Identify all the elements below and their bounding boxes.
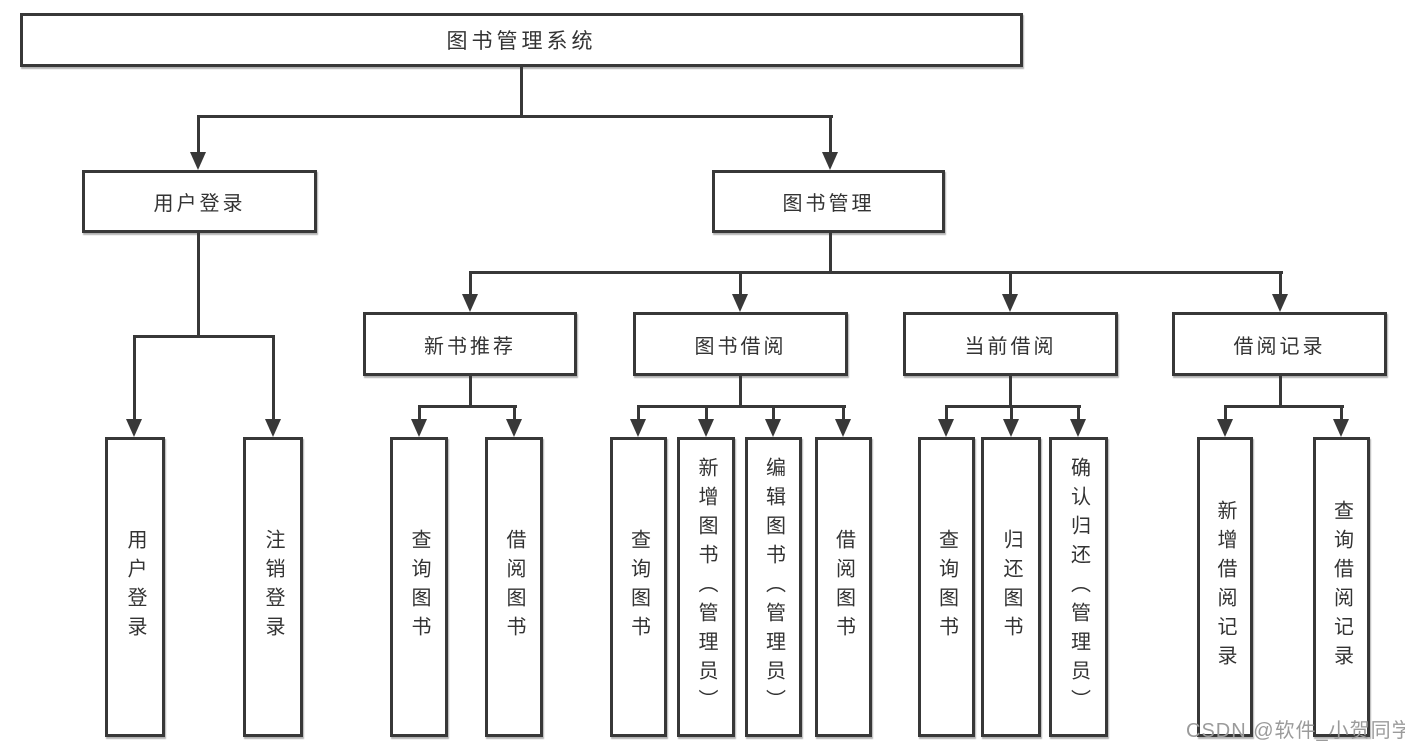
connector-line bbox=[418, 405, 421, 419]
connector-line bbox=[1340, 405, 1343, 419]
connector-line bbox=[469, 271, 472, 294]
leaf-borrow-borrow-books: 借阅图书 bbox=[815, 437, 872, 737]
arrow-down-icon bbox=[506, 419, 522, 437]
connector-line bbox=[772, 405, 775, 419]
arrow-down-icon bbox=[1333, 419, 1349, 437]
arrow-down-icon bbox=[411, 419, 427, 437]
node-label: 图书管理 bbox=[782, 193, 875, 215]
connector-line bbox=[197, 115, 200, 152]
leaf-label: 确认归还（管理员） bbox=[1067, 456, 1090, 718]
node-label: 借阅记录 bbox=[1233, 335, 1326, 358]
leaf-record-add: 新增借阅记录 bbox=[1197, 437, 1253, 737]
leaf-borrow-edit-books-admin: 编辑图书（管理员） bbox=[745, 437, 802, 737]
arrow-down-icon bbox=[765, 419, 781, 437]
leaf-label: 查询图书 bbox=[408, 529, 430, 645]
leaf-current-confirm-return-admin: 确认归还（管理员） bbox=[1049, 437, 1108, 737]
arrow-down-icon bbox=[265, 419, 281, 437]
arrow-down-icon bbox=[190, 152, 206, 170]
connector-line bbox=[197, 233, 200, 337]
leaf-label: 用户登录 bbox=[124, 529, 146, 645]
arrow-down-icon bbox=[1217, 419, 1233, 437]
connector-line bbox=[272, 335, 275, 419]
arrow-down-icon bbox=[1070, 419, 1086, 437]
connector-line bbox=[739, 376, 742, 407]
connector-line bbox=[520, 67, 523, 115]
connector-line bbox=[1224, 405, 1344, 408]
arrow-down-icon bbox=[1003, 419, 1019, 437]
node-label: 图书管理系统 bbox=[446, 30, 597, 53]
connector-line bbox=[197, 115, 833, 118]
arrow-down-icon bbox=[630, 419, 646, 437]
leaf-newbook-query-books: 查询图书 bbox=[390, 437, 448, 737]
node-current-borrowing: 当前借阅 bbox=[903, 312, 1118, 376]
leaf-label: 查询借阅记录 bbox=[1330, 500, 1353, 674]
connector-line bbox=[705, 405, 708, 419]
connector-line bbox=[469, 271, 1283, 274]
leaf-newbook-borrow-books: 借阅图书 bbox=[485, 437, 543, 737]
connector-line bbox=[1279, 376, 1282, 407]
leaf-label: 借阅图书 bbox=[503, 529, 525, 645]
arrow-down-icon bbox=[732, 294, 748, 312]
leaf-current-return-books: 归还图书 bbox=[981, 437, 1041, 737]
connector-line bbox=[133, 335, 275, 338]
connector-line bbox=[637, 405, 846, 408]
leaf-logout: 注销登录 bbox=[243, 437, 303, 737]
node-borrow-records: 借阅记录 bbox=[1172, 312, 1387, 376]
node-user-login: 用户登录 bbox=[82, 170, 317, 233]
connector-line bbox=[829, 233, 832, 274]
connector-line bbox=[829, 115, 832, 152]
node-new-book-recommend: 新书推荐 bbox=[363, 312, 577, 376]
leaf-borrow-query-books: 查询图书 bbox=[610, 437, 667, 737]
connector-line bbox=[513, 405, 516, 419]
node-book-borrowing: 图书借阅 bbox=[633, 312, 848, 376]
leaf-label: 新增借阅记录 bbox=[1214, 500, 1236, 674]
connector-line bbox=[1279, 271, 1282, 294]
connector-line bbox=[1077, 405, 1080, 419]
arrow-down-icon bbox=[126, 419, 142, 437]
connector-line bbox=[418, 405, 517, 408]
connector-line bbox=[842, 405, 845, 419]
connector-line bbox=[1224, 405, 1227, 419]
leaf-current-query-books: 查询图书 bbox=[918, 437, 975, 737]
node-label: 图书借阅 bbox=[694, 335, 787, 358]
connector-line bbox=[637, 405, 640, 419]
arrow-down-icon bbox=[1272, 294, 1288, 312]
connector-line bbox=[1009, 271, 1012, 294]
arrow-down-icon bbox=[938, 419, 954, 437]
node-label: 用户登录 bbox=[153, 193, 246, 215]
leaf-label: 新增图书（管理员） bbox=[695, 456, 717, 718]
leaf-label: 注销登录 bbox=[262, 529, 284, 645]
node-label: 当前借阅 bbox=[964, 335, 1057, 358]
arrow-down-icon bbox=[822, 152, 838, 170]
leaf-borrow-add-books-admin: 新增图书（管理员） bbox=[677, 437, 735, 737]
node-label: 新书推荐 bbox=[424, 335, 516, 358]
leaf-label: 借阅图书 bbox=[832, 529, 855, 645]
node-library-management-system: 图书管理系统 bbox=[20, 13, 1023, 67]
leaf-label: 编辑图书（管理员） bbox=[762, 456, 785, 718]
arrow-down-icon bbox=[1002, 294, 1018, 312]
connector-line bbox=[1010, 405, 1013, 419]
connector-line bbox=[469, 376, 472, 407]
node-book-management: 图书管理 bbox=[712, 170, 945, 233]
csdn-watermark: CSDN @软件_小贺同学 bbox=[1186, 720, 1405, 742]
leaf-label: 查询图书 bbox=[627, 529, 650, 645]
connector-line bbox=[945, 405, 948, 419]
connector-line bbox=[133, 335, 136, 419]
connector-line bbox=[1009, 376, 1012, 407]
connector-line bbox=[739, 271, 742, 294]
connector-line bbox=[945, 405, 1081, 408]
leaf-record-query: 查询借阅记录 bbox=[1313, 437, 1370, 737]
arrow-down-icon bbox=[835, 419, 851, 437]
leaf-label: 查询图书 bbox=[935, 529, 958, 645]
leaf-user-login: 用户登录 bbox=[105, 437, 165, 737]
leaf-label: 归还图书 bbox=[1000, 529, 1022, 645]
arrow-down-icon bbox=[698, 419, 714, 437]
arrow-down-icon bbox=[462, 294, 478, 312]
